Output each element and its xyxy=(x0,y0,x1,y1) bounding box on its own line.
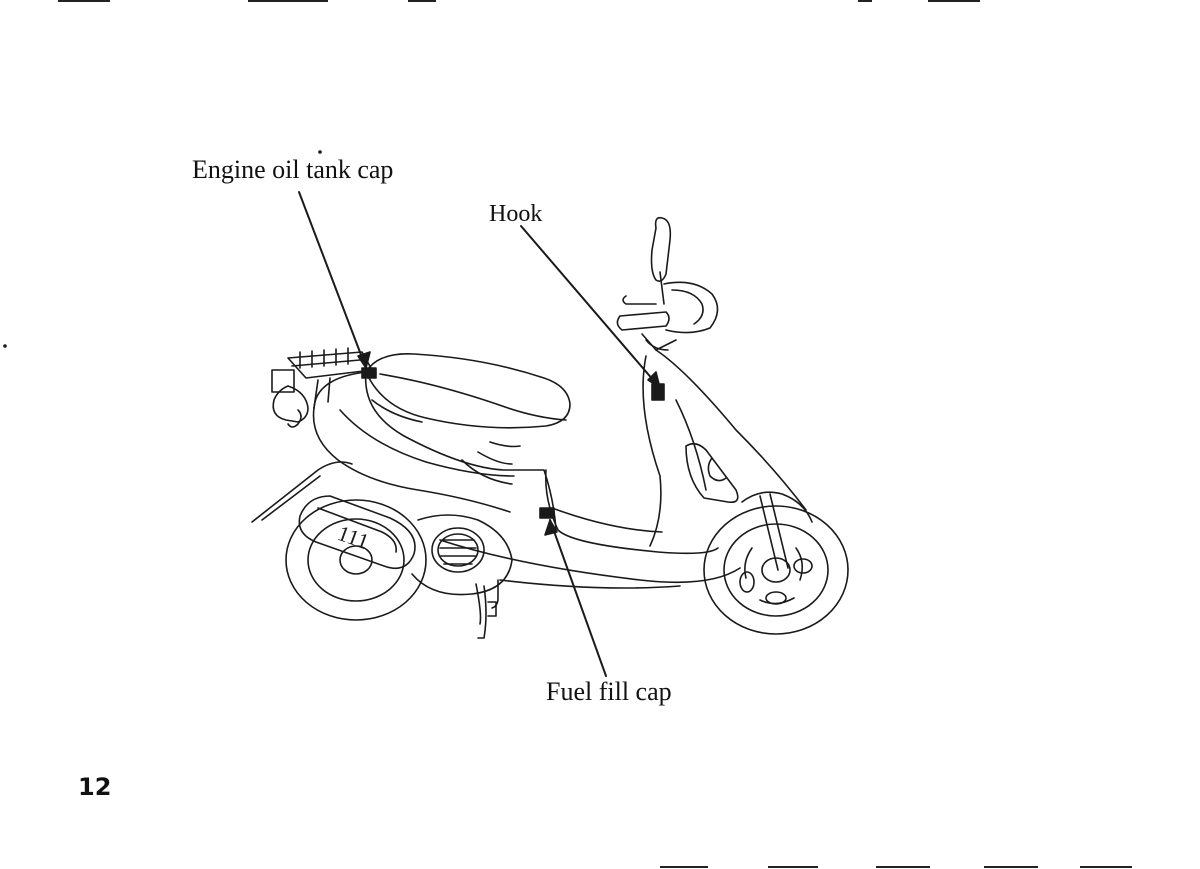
top-rule xyxy=(58,0,110,2)
front-fork xyxy=(741,491,813,571)
leader-hook xyxy=(520,225,665,401)
bottom-rule xyxy=(1080,866,1132,868)
top-rule xyxy=(248,0,328,2)
engine-and-muffler: 111 xyxy=(298,495,513,639)
front-wheel xyxy=(703,505,849,635)
callout-fuel-fill-cap: Fuel fill cap xyxy=(546,677,672,706)
scan-speck xyxy=(318,150,322,154)
bottom-rule xyxy=(876,866,930,868)
top-rule xyxy=(928,0,980,2)
page-number: 12 xyxy=(78,773,112,801)
leader-engine-oil-tank-cap xyxy=(298,191,377,379)
bottom-rule xyxy=(768,866,818,868)
top-rule xyxy=(858,0,872,2)
rear-wheel xyxy=(285,499,427,621)
bottom-rule xyxy=(660,866,708,868)
scan-speck xyxy=(3,344,7,348)
leader-fuel-fill-cap xyxy=(539,507,607,677)
callout-hook: Hook xyxy=(489,201,543,227)
bottom-rule xyxy=(984,866,1038,868)
callout-engine-oil-tank-cap: Engine oil tank cap xyxy=(192,155,394,184)
top-rule xyxy=(408,0,436,2)
handlebar xyxy=(616,216,719,351)
scooter-body xyxy=(312,349,807,589)
